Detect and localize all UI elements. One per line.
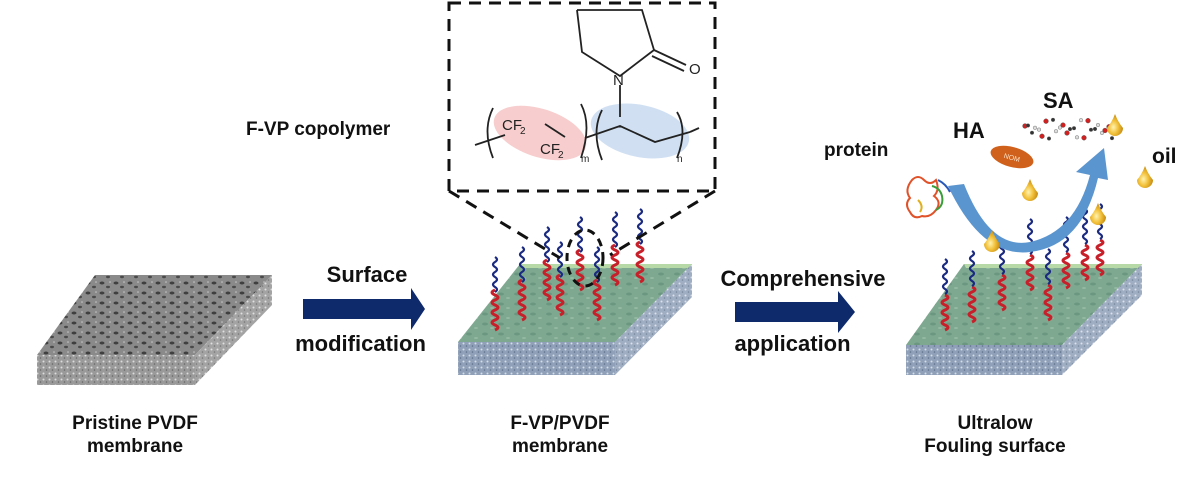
sa-atom bbox=[1078, 118, 1083, 123]
cf2-sub-b: 2 bbox=[558, 150, 564, 161]
vp-segment bbox=[941, 258, 949, 295]
nom-particle: NOM bbox=[990, 145, 1034, 169]
ultralow-membrane-label: Ultralow Fouling surface bbox=[900, 413, 1090, 459]
nitrogen-atom: N bbox=[613, 72, 624, 89]
comprehensive-label: Comprehensive bbox=[720, 266, 886, 291]
fluoro-segment bbox=[555, 273, 565, 317]
surface-label: Surface bbox=[326, 262, 408, 287]
nom-tag: NOM bbox=[1003, 153, 1021, 164]
pristine-membrane bbox=[37, 275, 272, 385]
vp-segment bbox=[518, 246, 526, 283]
application-label: application bbox=[734, 331, 851, 356]
sa-atom bbox=[1036, 127, 1041, 132]
fluoro-segment bbox=[635, 240, 645, 284]
sa-atom bbox=[1067, 127, 1072, 132]
comprehensive-application-arrow bbox=[735, 291, 855, 333]
pristine-membrane-label: Pristine PVDF membrane bbox=[40, 413, 230, 459]
fluoro-segment bbox=[1095, 238, 1105, 277]
cf2-label-b: CF bbox=[540, 141, 560, 158]
ultralow-fouling-membrane bbox=[906, 264, 1142, 375]
sa-molecule-icon bbox=[1022, 117, 1114, 141]
sa-atom bbox=[1071, 126, 1076, 131]
copolymer-label: F-VP copolymer bbox=[246, 119, 391, 140]
sa-label: SA bbox=[1043, 88, 1074, 113]
sa-atom bbox=[1039, 133, 1045, 139]
fluoro-segment bbox=[542, 258, 552, 302]
oil-droplets bbox=[984, 114, 1153, 252]
fvp-chemical-structure: CF 2 CF 2 m n N O bbox=[474, 9, 701, 165]
ultralow-line1: Ultralow bbox=[957, 413, 1033, 434]
sa-atom bbox=[1095, 123, 1100, 128]
sa-atom bbox=[1102, 127, 1108, 134]
vp-segment bbox=[576, 216, 584, 253]
sa-atom bbox=[1053, 129, 1058, 134]
sa-atom bbox=[1025, 123, 1030, 128]
oxygen-atom: O bbox=[689, 61, 701, 78]
vp-segment bbox=[1044, 248, 1052, 285]
fvp-line2: membrane bbox=[511, 435, 609, 457]
oil-droplet-icon bbox=[1107, 114, 1123, 136]
sa-atom bbox=[1074, 135, 1079, 140]
subscript-n: n bbox=[677, 154, 683, 165]
cf2-sub-a: 2 bbox=[520, 126, 526, 137]
vp-segment bbox=[593, 246, 601, 283]
sa-atom bbox=[1092, 126, 1097, 131]
oil-droplet-icon bbox=[1022, 179, 1038, 201]
protein-icon bbox=[906, 176, 951, 219]
sa-atom bbox=[1064, 130, 1070, 136]
protein-label: protein bbox=[824, 140, 889, 161]
oil-droplet-icon bbox=[984, 230, 1000, 252]
fvp-line1: F-VP/PVDF bbox=[510, 413, 610, 434]
cf2-label-a: CF bbox=[502, 117, 522, 134]
sa-atom bbox=[1050, 117, 1055, 122]
vp-segment bbox=[491, 256, 499, 293]
fluoro-segment bbox=[592, 278, 602, 322]
fluoro-segment bbox=[490, 288, 500, 332]
ultralow-line2: Fouling surface bbox=[924, 435, 1066, 457]
pristine-line1: Pristine PVDF bbox=[72, 413, 198, 434]
sa-atom bbox=[1046, 136, 1051, 141]
modification-label: modification bbox=[295, 331, 426, 356]
sa-atom bbox=[1029, 130, 1034, 135]
fluoro-segment bbox=[940, 293, 950, 332]
sa-atom bbox=[1081, 135, 1087, 141]
sa-atom bbox=[1032, 125, 1037, 130]
sa-atom bbox=[1109, 136, 1114, 141]
fluoro-segment bbox=[610, 243, 620, 287]
surface-modification-arrow bbox=[303, 288, 425, 330]
sa-atom bbox=[1085, 118, 1091, 124]
sa-atom bbox=[1043, 118, 1049, 124]
sa-atom bbox=[1060, 122, 1066, 128]
fluoro-segment bbox=[1025, 253, 1035, 292]
sa-atom bbox=[1088, 127, 1093, 132]
fvp-membrane bbox=[458, 264, 692, 375]
fluoro-segment bbox=[1061, 251, 1071, 290]
subscript-m: m bbox=[581, 154, 589, 165]
pristine-line2: membrane bbox=[86, 435, 184, 457]
vp-segment bbox=[543, 226, 551, 263]
fluoro-segment bbox=[1043, 283, 1053, 322]
fvp-polymer-brushes bbox=[490, 208, 645, 332]
oil-label: oil bbox=[1152, 145, 1177, 168]
repel-arrow bbox=[948, 148, 1108, 253]
oil-droplet-icon bbox=[1137, 166, 1153, 188]
vp-segment bbox=[611, 211, 619, 248]
fluoro-segment bbox=[997, 273, 1007, 312]
fluoro-segment bbox=[1080, 243, 1090, 282]
fluoro-segment bbox=[517, 278, 527, 322]
oil-droplet-icon bbox=[1090, 203, 1106, 225]
fluoro-segment bbox=[967, 285, 977, 324]
zoom-callout bbox=[447, 1, 717, 288]
fvp-membrane-label: F-VP/PVDF membrane bbox=[470, 413, 650, 459]
vp-segment bbox=[968, 250, 976, 287]
ha-label: HA bbox=[953, 118, 985, 143]
vp-segment bbox=[556, 241, 564, 278]
